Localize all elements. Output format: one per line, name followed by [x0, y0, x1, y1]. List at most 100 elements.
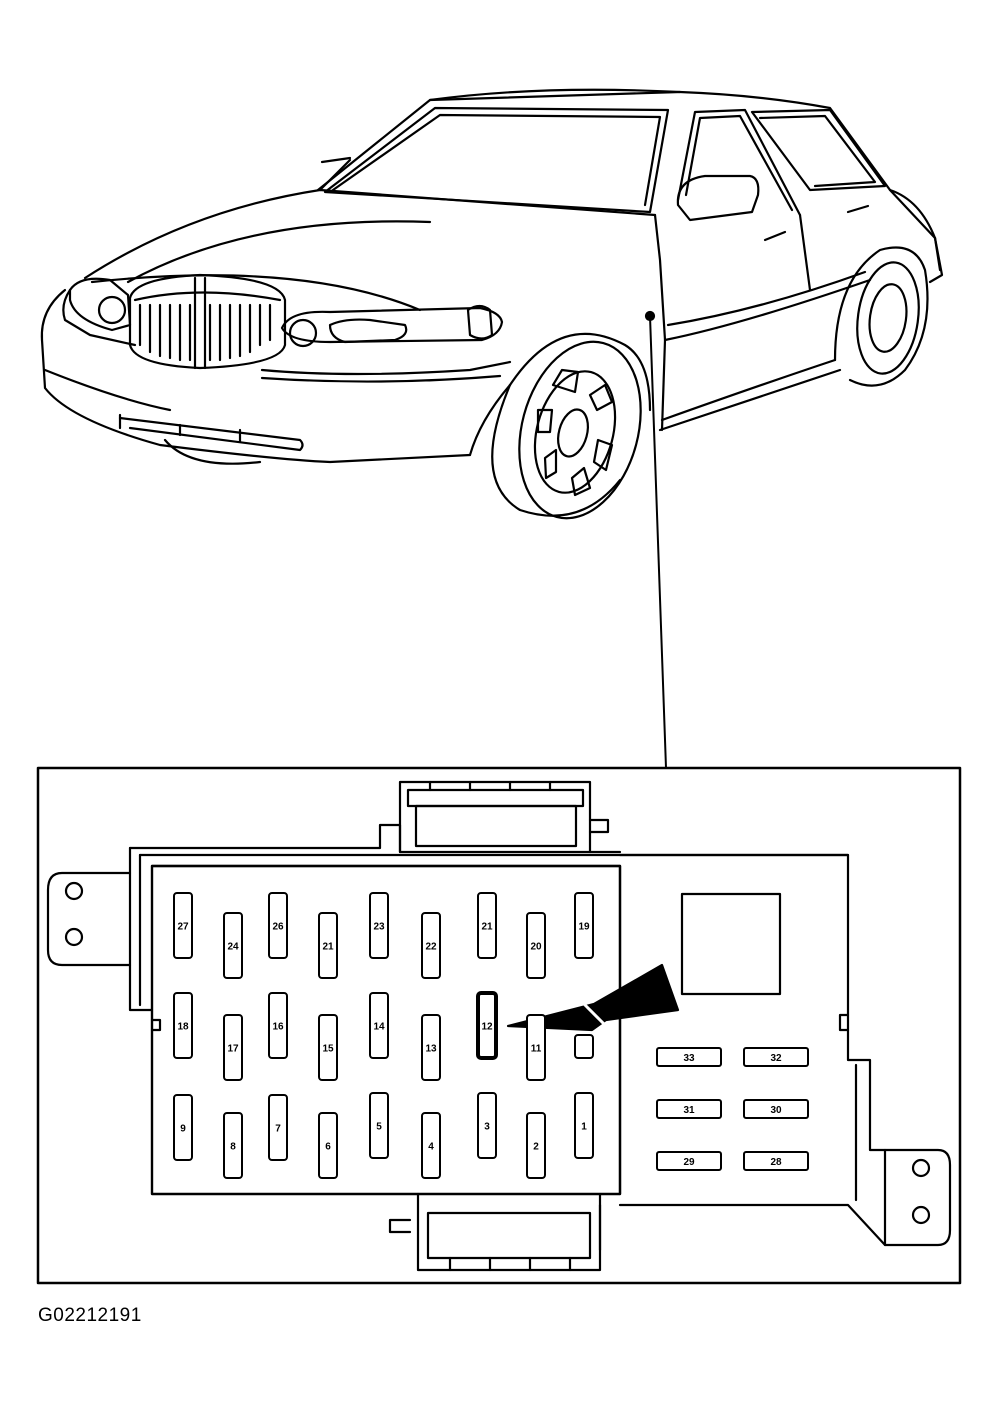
fuse-body: [173, 992, 193, 1059]
fuse-16: 16: [268, 992, 288, 1059]
mini-fuse-group: 2724262123222120191817161514131211987654…: [173, 892, 594, 1179]
maxi-fuse-label: 33: [683, 1053, 695, 1064]
fuse-label: 17: [227, 1044, 239, 1055]
maxi-fuse-33: 33: [656, 1047, 722, 1067]
fuse-20: 20: [526, 912, 546, 979]
fuse-label: 21: [322, 942, 334, 953]
fuse-label: 15: [322, 1044, 334, 1055]
fuse-13: 13: [421, 1014, 441, 1081]
fuse-14: 14: [369, 992, 389, 1059]
fuse-body: [223, 1014, 243, 1081]
fuse-body: [268, 892, 288, 959]
fuse-body: [268, 992, 288, 1059]
fuse-label: 1: [581, 1122, 587, 1133]
fuse-body: [223, 912, 243, 979]
maxi-fuse-group: 33 32 31 30 29 28: [656, 1047, 809, 1171]
maxi-fuse-body: [656, 1099, 722, 1119]
fuse-body: [369, 992, 389, 1059]
fuse-label: 5: [376, 1122, 382, 1133]
fuse-body: [526, 1112, 546, 1179]
fuse-21: 21: [477, 892, 497, 959]
fuse-body: [318, 1014, 338, 1081]
maxi-fuse-body: [656, 1047, 722, 1067]
fuse-label: 4: [428, 1142, 434, 1153]
fuse-label: 20: [530, 942, 542, 953]
fuse-18: 18: [173, 992, 193, 1059]
fuse-body: [477, 892, 497, 959]
fuse-panel-inset: [36, 766, 962, 1285]
fuse-27: 27: [173, 892, 193, 959]
maxi-fuse-body: [656, 1151, 722, 1171]
fuse-label: 22: [425, 942, 437, 953]
fuse-body: [369, 892, 389, 959]
maxi-fuse-label: 29: [683, 1157, 695, 1168]
maxi-fuse-body: [743, 1099, 809, 1119]
fuse-2: 2: [526, 1112, 546, 1179]
fuse-label: 23: [373, 922, 385, 933]
fuse-body: [369, 1092, 389, 1159]
maxi-fuse-29: 29: [656, 1151, 722, 1171]
fuse-3: 3: [477, 1092, 497, 1159]
fuse-body: [477, 1092, 497, 1159]
fuse-label: 16: [272, 1022, 284, 1033]
maxi-fuse-label: 28: [770, 1157, 782, 1168]
maxi-fuse-label: 31: [683, 1105, 695, 1116]
fuse-23: 23: [369, 892, 389, 959]
fuse-body: [476, 991, 498, 1060]
fuse-body: [268, 1094, 288, 1161]
maxi-fuse-31: 31: [656, 1099, 722, 1119]
maxi-fuse-30: 30: [743, 1099, 809, 1119]
fuse-label: 19: [578, 922, 590, 933]
fuse-22: 22: [421, 912, 441, 979]
fuse-21: 21: [318, 912, 338, 979]
maxi-fuse-32: 32: [743, 1047, 809, 1067]
fuse-body: [421, 1112, 441, 1179]
fuse-label: 8: [230, 1142, 236, 1153]
fuse-8: 8: [223, 1112, 243, 1179]
maxi-fuse-28: 28: [743, 1151, 809, 1171]
fuse-label: 27: [177, 922, 189, 933]
fuse-label: 24: [227, 942, 239, 953]
fuse-6: 6: [318, 1112, 338, 1179]
fuse-label: 21: [481, 922, 493, 933]
fuse-label: 7: [275, 1124, 281, 1135]
fuse-7: 7: [268, 1094, 288, 1161]
fuse-label: 12: [481, 1022, 493, 1033]
fuse-10: [574, 1034, 594, 1059]
fuse-5: 5: [369, 1092, 389, 1159]
fuse-label: 3: [484, 1122, 490, 1133]
maxi-fuse-label: 32: [770, 1053, 782, 1064]
fuse-body: [574, 1034, 594, 1059]
fuse-body: [173, 892, 193, 959]
fuse-body: [173, 1094, 193, 1161]
fuse-19: 19: [574, 892, 594, 959]
fuse-body: [421, 912, 441, 979]
fuse-11: 11: [526, 1014, 546, 1081]
fuse-label: 11: [531, 1044, 542, 1055]
fuse-body: [318, 912, 338, 979]
fuse-26: 26: [268, 892, 288, 959]
car-illustration: [40, 88, 944, 769]
fuse-24: 24: [223, 912, 243, 979]
fuse-9: 9: [173, 1094, 193, 1161]
fuse-17: 17: [223, 1014, 243, 1081]
fuse-label: 26: [272, 922, 284, 933]
fuse-label: 13: [425, 1044, 437, 1055]
maxi-fuse-body: [743, 1047, 809, 1067]
maxi-fuse-label: 30: [770, 1105, 782, 1116]
fuse-body: [574, 892, 594, 959]
fuse-4: 4: [421, 1112, 441, 1179]
fuse-15: 15: [318, 1014, 338, 1081]
fuse-body: [526, 1014, 546, 1081]
fuse-body: [318, 1112, 338, 1179]
fuse-label: 9: [180, 1124, 186, 1135]
fuse-label: 14: [373, 1022, 385, 1033]
fuse-label: 18: [177, 1022, 189, 1033]
maxi-fuse-body: [743, 1151, 809, 1171]
fuse-label: 6: [325, 1142, 331, 1153]
fuse-1: 1: [574, 1092, 594, 1159]
fuse-body: [421, 1014, 441, 1081]
fuse-body: [223, 1112, 243, 1179]
fuse-body: [526, 912, 546, 979]
